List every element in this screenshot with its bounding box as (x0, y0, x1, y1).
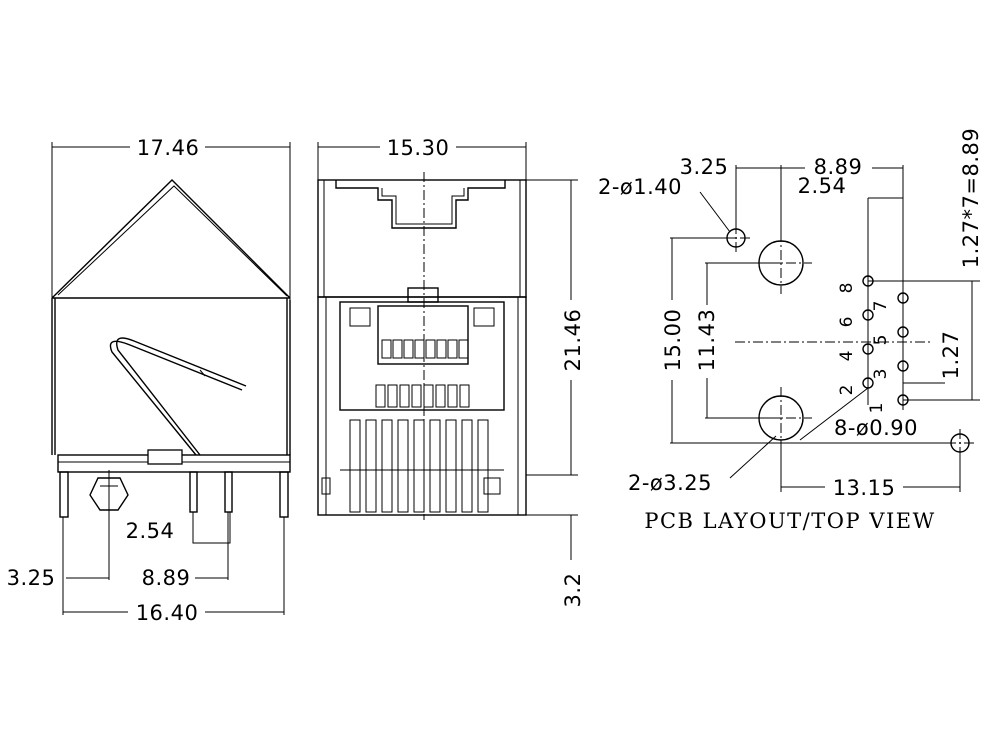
side-total-width-label: 16.40 (136, 601, 199, 625)
front-leads (349, 419, 489, 513)
side-width-label: 17.46 (137, 136, 200, 160)
row-pitch-label: 1.27 (939, 331, 963, 380)
pcb-height-outer-label: 15.00 (661, 309, 685, 372)
pcb-offset-top-label: 3.25 (680, 155, 729, 179)
pin-number-4: 4 (837, 351, 857, 362)
pcb-width-bottom-label: 13.15 (833, 476, 896, 500)
front-view: 15.30 21.46 3.2 (317, 136, 585, 608)
contact-row-top (381, 339, 469, 359)
small-hole-note: 2-ø1.40 (598, 175, 682, 199)
pin-holes (862, 270, 909, 410)
pin-number-8: 8 (837, 283, 857, 294)
front-height-label: 21.46 (561, 309, 585, 372)
large-hole-note: 2-ø3.25 (628, 471, 712, 495)
side-offset-label: 3.25 (7, 566, 56, 590)
pin-number-1: 1 (867, 403, 887, 414)
front-lead-length-label: 3.2 (561, 573, 585, 608)
pin-number-6: 6 (837, 317, 857, 328)
pcb-pitch-top-label: 2.54 (798, 174, 847, 198)
pin-number-5: 5 (871, 335, 891, 346)
contact-row-bottom (375, 384, 470, 408)
side-view: 17.46 2.54 3.25 8.89 16.40 (7, 136, 291, 625)
side-span-label: 8.89 (142, 566, 191, 590)
pcb-layout: 1 2 3 4 5 6 7 8 3.25 8.89 2.54 2-ø1.40 1… (598, 128, 983, 533)
pcb-layout-title: PCB LAYOUT/TOP VIEW (644, 509, 935, 533)
pcb-span-top-label: 8.89 (814, 155, 863, 179)
side-pitch-label: 2.54 (126, 519, 175, 543)
pin-number-7: 7 (871, 301, 891, 312)
pin-number-2: 2 (837, 385, 857, 396)
pitch-formula-label: 1.27*7=8.89 (959, 128, 983, 268)
pcb-height-inner-label: 11.43 (695, 309, 719, 372)
pin-hole-note: 8-ø0.90 (834, 416, 918, 440)
front-width-label: 15.30 (387, 136, 450, 160)
pin-number-3: 3 (871, 369, 891, 380)
